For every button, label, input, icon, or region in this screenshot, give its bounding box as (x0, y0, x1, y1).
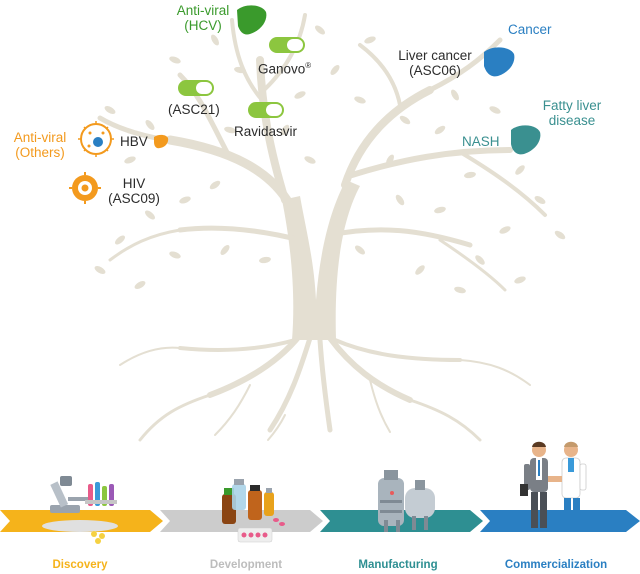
ganovo-label: Ganovo® (258, 58, 311, 77)
ganovo-text: Ganovo (258, 61, 306, 77)
stage-label-development: Development (209, 559, 283, 571)
hiv-label: HIV (ASC09) (102, 176, 166, 206)
antiviral-hcv-line2: (HCV) (184, 18, 222, 33)
hiv-line1: HIV (122, 176, 146, 191)
virus-icon-hbv (78, 121, 114, 157)
capsule-icon-ganovo (269, 37, 305, 53)
stage-label-manufacturing: Manufacturing (358, 559, 438, 571)
virus-icon-hiv (69, 172, 101, 204)
liver-cancer-line2: (ASC06) (409, 63, 461, 78)
fatty-liver-line1: Fatty liver (542, 98, 602, 113)
cancer-label: Cancer (508, 22, 552, 37)
liver-icon-nash (511, 125, 541, 155)
liver-cancer-line1: Liver cancer (398, 48, 472, 63)
capsule-icon-ravidasvir (248, 102, 284, 118)
asc21-label: (ASC21) (168, 102, 220, 117)
development-arrow (160, 510, 323, 532)
liver-icon-hbv (154, 134, 169, 149)
stage-label-commercialization: Commercialization (504, 559, 608, 571)
ravidasvir-label: Ravidasvir (234, 124, 298, 139)
handshake-illustration (520, 441, 587, 528)
liver-icon-cancer (484, 47, 515, 77)
fatty-liver-label: Fatty liver disease (536, 98, 608, 128)
antiviral-others-label: Anti-viral (Others) (6, 130, 74, 160)
tree-illustration (81, 13, 566, 442)
hiv-line2: (ASC09) (108, 191, 160, 206)
stage-label-discovery: Discovery (52, 559, 108, 571)
fatty-liver-line2: disease (548, 113, 596, 128)
capsule-icon-asc21 (178, 80, 214, 96)
antiviral-others-line2: (Others) (15, 145, 65, 160)
ganovo-registered-mark: ® (305, 61, 312, 70)
antiviral-hcv-line1: Anti-viral (176, 3, 230, 18)
antiviral-others-line1: Anti-viral (13, 130, 67, 145)
medicine-illustration (222, 479, 285, 543)
microscope-illustration (42, 476, 118, 544)
nash-label: NASH (462, 134, 500, 149)
liver-icon-hcv (237, 5, 267, 35)
liver-cancer-label: Liver cancer (ASC06) (392, 48, 478, 78)
antiviral-hcv-label: Anti-viral (HCV) (168, 3, 238, 33)
hbv-label: HBV (120, 134, 148, 149)
factory-illustration (378, 470, 435, 532)
commercialization-arrow (480, 510, 640, 532)
